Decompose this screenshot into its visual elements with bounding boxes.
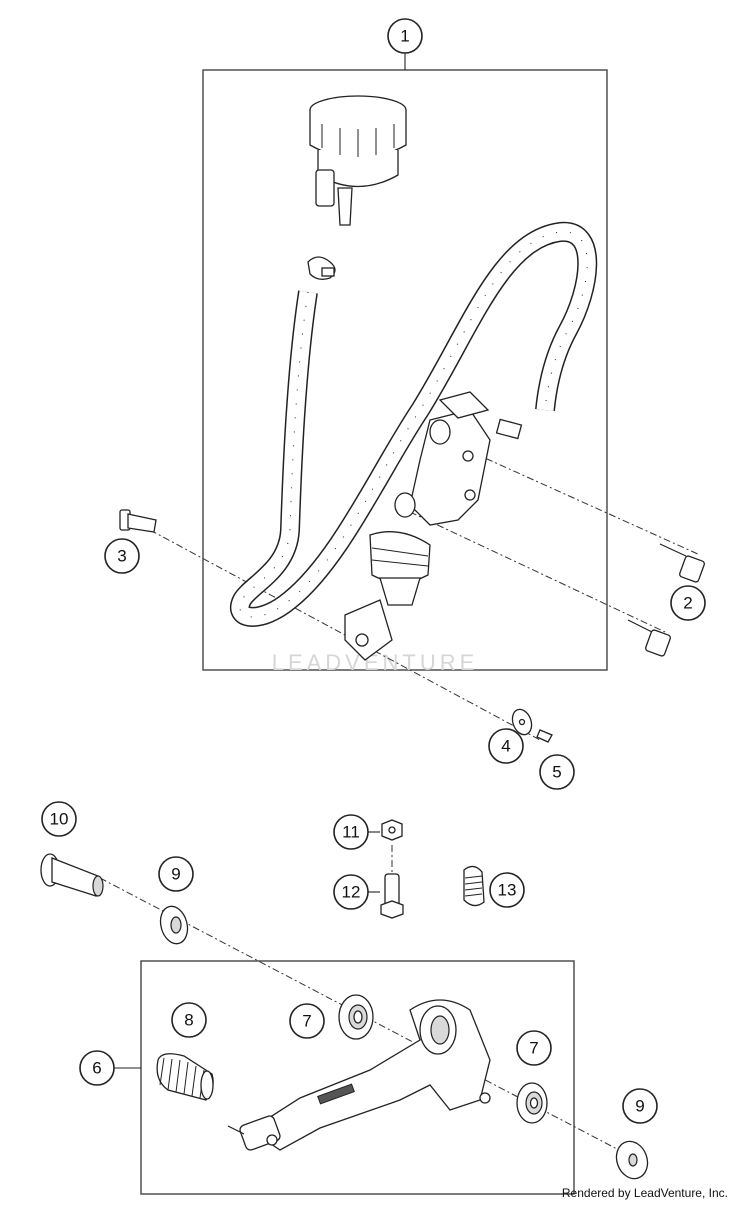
svg-text:6: 6 xyxy=(92,1059,101,1078)
cotter-pin-5-icon xyxy=(536,729,553,743)
svg-text:7: 7 xyxy=(529,1039,538,1058)
svg-text:8: 8 xyxy=(184,1011,193,1030)
clutch-lever-icon xyxy=(227,999,491,1151)
svg-text:5: 5 xyxy=(552,763,561,782)
bearing-7-right-icon xyxy=(516,1082,548,1124)
callout-13: 13 xyxy=(489,872,525,908)
callout-7-right: 7 xyxy=(516,1030,552,1066)
callout-9-lower: 9 xyxy=(622,1088,658,1124)
spring-13-icon xyxy=(463,865,485,907)
bolt-2-lower-icon xyxy=(627,619,671,657)
render-credit: Rendered by LeadVenture, Inc. xyxy=(561,1186,728,1200)
svg-text:11: 11 xyxy=(342,823,360,842)
master-cylinder-icon xyxy=(344,391,523,661)
pin-12-icon xyxy=(380,873,404,919)
svg-text:4: 4 xyxy=(501,737,510,756)
clutch-hose-icon xyxy=(230,221,598,627)
reservoir-icon xyxy=(309,95,407,226)
svg-text:13: 13 xyxy=(498,881,517,900)
callout-1: 1 xyxy=(387,18,423,54)
callout-5: 5 xyxy=(539,754,575,790)
callout-6: 6 xyxy=(79,1050,115,1086)
watermark: LEADVENTURE xyxy=(272,650,479,675)
svg-text:7: 7 xyxy=(302,1012,311,1031)
callout-10: 10 xyxy=(41,801,77,837)
callout-9-upper: 9 xyxy=(158,856,194,892)
washer-9-lower-icon xyxy=(615,1140,649,1180)
svg-text:9: 9 xyxy=(171,865,180,884)
svg-text:9: 9 xyxy=(635,1097,644,1116)
axis-bolt-2-upper xyxy=(444,439,701,556)
callout-12: 12 xyxy=(333,874,369,910)
bearing-7-left-icon xyxy=(338,994,374,1040)
svg-text:3: 3 xyxy=(117,547,126,566)
callout-11: 11 xyxy=(333,814,369,850)
callout-3: 3 xyxy=(104,538,140,574)
nut-11-icon xyxy=(381,819,403,841)
washer-9-upper-icon xyxy=(159,905,189,945)
callout-2: 2 xyxy=(670,585,706,621)
callout-8: 8 xyxy=(171,1002,207,1038)
assembly-frame-lower xyxy=(140,960,575,1195)
svg-text:12: 12 xyxy=(342,883,361,902)
bolt-2-upper-icon xyxy=(659,543,705,583)
callout-4: 4 xyxy=(488,728,524,764)
svg-text:1: 1 xyxy=(400,27,409,46)
axis-bolt-2-lower xyxy=(409,511,666,633)
pivot-bolt-10-icon xyxy=(40,853,104,897)
lever-rubber-8-icon xyxy=(156,1053,214,1101)
svg-text:2: 2 xyxy=(683,594,692,613)
washer-4-icon xyxy=(511,708,533,736)
svg-text:10: 10 xyxy=(50,810,69,829)
callout-7-left: 7 xyxy=(289,1003,325,1039)
bolt-3-icon xyxy=(119,509,157,533)
hose-clamp-icon xyxy=(307,256,336,280)
